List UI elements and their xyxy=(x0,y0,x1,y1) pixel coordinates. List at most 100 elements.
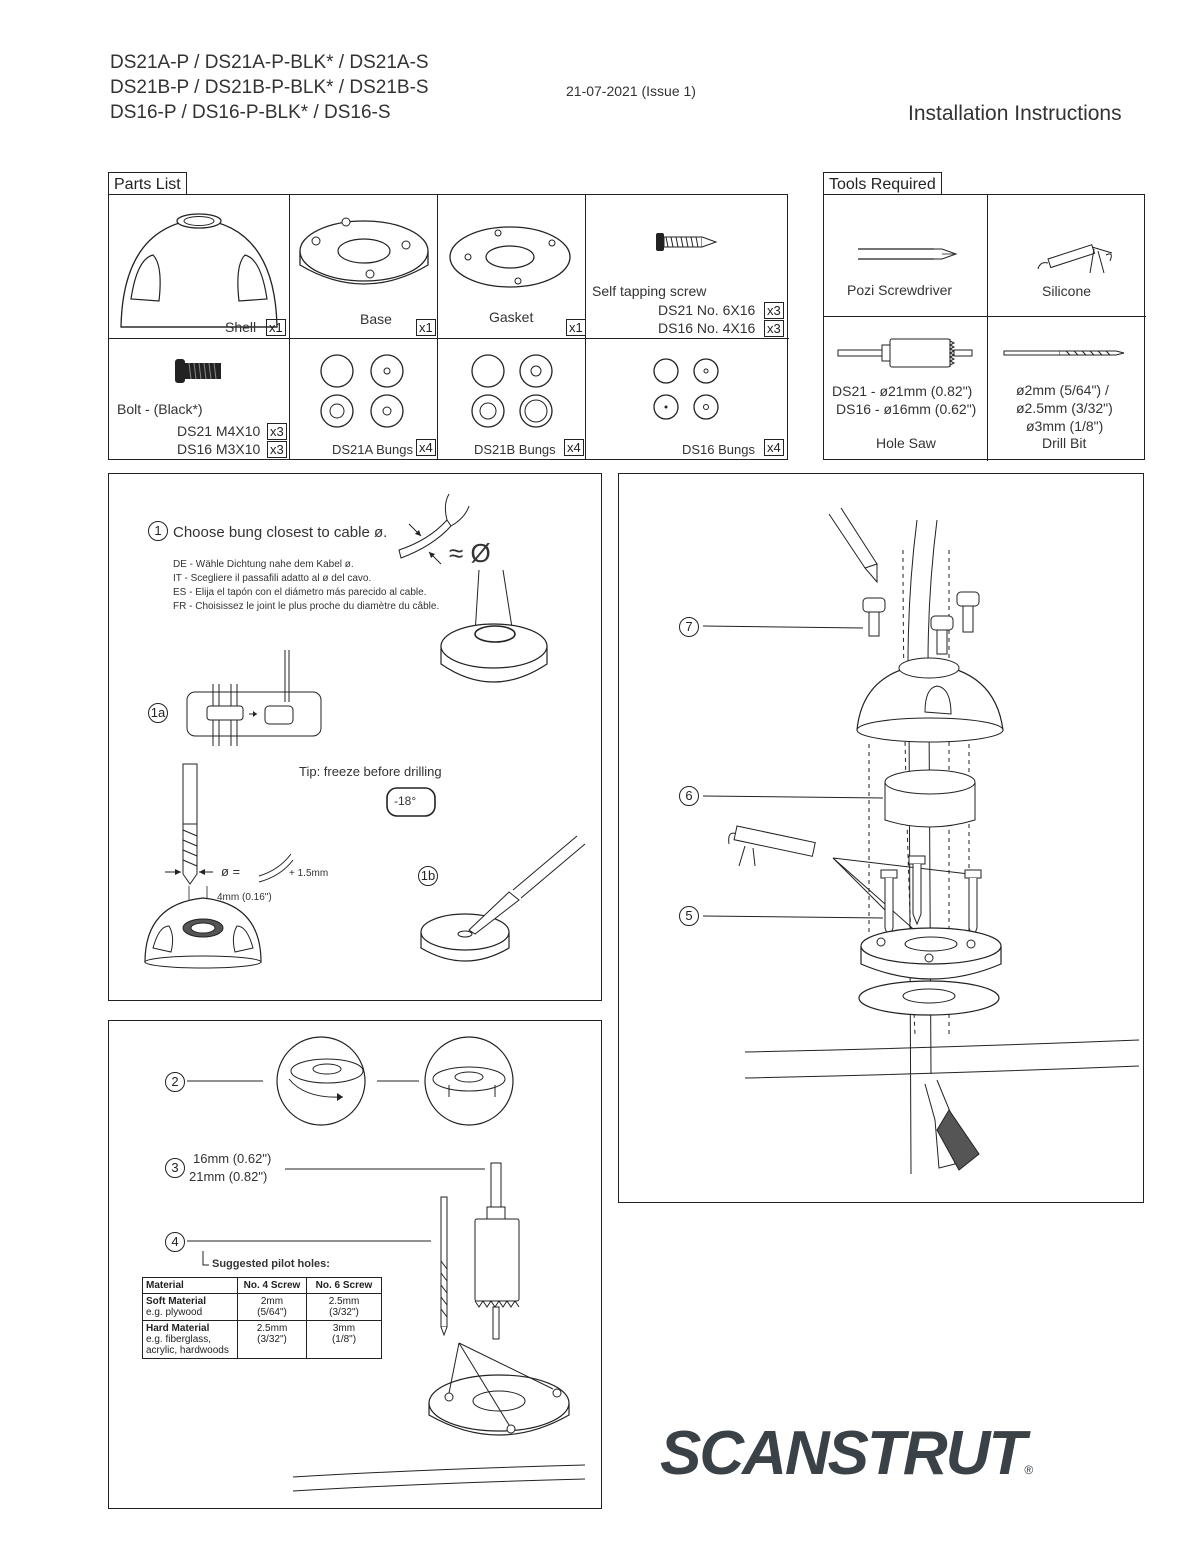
issue-date: 21-07-2021 (Issue 1) xyxy=(566,83,696,99)
ds21b-bungs-qty: x4 xyxy=(564,439,584,456)
step1-drawings xyxy=(144,493,586,969)
bolt-ds16-qty: x3 xyxy=(267,441,287,458)
diameter-formula: ø = xyxy=(221,864,241,879)
model-line-1: DS21A-P / DS21A-P-BLK* / DS21A-S xyxy=(110,52,429,73)
page-title: Installation Instructions xyxy=(908,102,1122,125)
drill-size-3: ø3mm (1/8") xyxy=(1026,418,1104,434)
tool-drillbit: ø2mm (5/64") / ø2.5mm (3/32") ø3mm (1/8"… xyxy=(988,317,1146,461)
no4-cell: 2.5mm(3/32") xyxy=(237,1320,307,1359)
part-ds16-bungs: DS16 Bungs x4 xyxy=(586,339,789,459)
drill-depth-dimension: 4mm (0.16") xyxy=(217,892,272,903)
step3-size-16: 16mm (0.62") xyxy=(193,1151,272,1166)
base-qty: x1 xyxy=(416,319,436,336)
screw-label: Self tapping screw xyxy=(592,283,707,299)
screw-ds21-qty: x3 xyxy=(764,302,784,319)
freeze-temperature: -18° xyxy=(394,794,417,808)
step7-number: 7 xyxy=(679,617,699,637)
model-line-3: DS16-P / DS16-P-BLK* / DS16-S xyxy=(110,102,391,123)
step1b-number: 1b xyxy=(418,866,438,886)
ds16-bungs-label: DS16 Bungs xyxy=(682,442,755,457)
base-label: Base xyxy=(360,311,392,327)
gasket-drawing xyxy=(449,226,571,288)
tool-holesaw: DS21 - ø21mm (0.82") DS16 - ø16mm (0.62"… xyxy=(824,317,988,461)
diameter-plus: + 1.5mm xyxy=(289,868,329,879)
part-ds21a-bungs: DS21A Bungs x4 xyxy=(290,339,438,459)
shell-drawing xyxy=(120,213,278,328)
step2-number: 2 xyxy=(165,1072,185,1092)
silicone-gun-icon xyxy=(1037,244,1113,274)
tool-silicone: Silicone xyxy=(988,195,1146,317)
drill-bit-label: Drill Bit xyxy=(1042,435,1087,451)
silicone-label: Silicone xyxy=(1042,283,1092,299)
approx-diameter-symbol: ≈ Ø xyxy=(449,538,491,568)
part-base: Base x1 xyxy=(290,195,438,339)
shell-qty: x1 xyxy=(266,319,286,336)
pilot-holes-table: Material No. 4 Screw No. 6 Screw Soft Ma… xyxy=(142,1277,382,1359)
pilot-holes-caption: Suggested pilot holes: xyxy=(212,1258,330,1270)
bolt-label: Bolt - (Black*) xyxy=(117,401,203,417)
steps-5-7-drawings xyxy=(702,507,1140,1175)
screw-drawing xyxy=(656,233,718,251)
step1-de: DE - Wähle Dichtung nahe dem Kabel ø. xyxy=(173,559,354,570)
holesaw-ds21: DS21 - ø21mm (0.82") xyxy=(832,383,973,399)
ds21a-bungs-label: DS21A Bungs xyxy=(332,442,413,457)
gasket-qty: x1 xyxy=(566,319,586,336)
screwdriver-icon xyxy=(858,248,958,260)
ds16-bungs-qty: x4 xyxy=(764,439,784,456)
ds21b-bungs-drawing xyxy=(471,354,553,428)
step1-es: ES - Elija el tapón con el diámetro más … xyxy=(173,587,427,598)
no6-cell: 3mm(1/8") xyxy=(306,1320,382,1359)
ds21a-bungs-qty: x4 xyxy=(416,439,436,456)
header-material: Material xyxy=(142,1277,238,1294)
step1-panel: 1 Choose bung closest to cable ø. DE - W… xyxy=(108,473,602,1001)
part-ds21b-bungs: DS21B Bungs x4 xyxy=(438,339,586,459)
step1-instruction: Choose bung closest to cable ø. xyxy=(173,524,388,541)
bolt-ds21: DS21 M4X10 xyxy=(177,423,261,439)
part-screw: Self tapping screw DS21 No. 6X16 x3 DS16… xyxy=(586,195,789,339)
bolt-ds16: DS16 M3X10 xyxy=(177,441,261,457)
scanstrut-logo: SCANSTRUT® xyxy=(660,1419,1033,1488)
screw-ds21: DS21 No. 6X16 xyxy=(658,302,756,318)
parts-list-tab: Parts List xyxy=(108,172,187,195)
registered-mark: ® xyxy=(1024,1463,1033,1477)
tools-grid: Pozi Screwdriver Silicone DS21 - ø21mm (… xyxy=(823,194,1146,461)
step5-number: 5 xyxy=(679,906,699,926)
gasket-label: Gasket xyxy=(489,309,534,325)
part-shell: Shell x1 xyxy=(109,195,290,339)
part-bolt: Bolt - (Black*) DS21 M4X10 x3 DS16 M3X10… xyxy=(109,339,290,459)
drill-size-1: ø2mm (5/64") / xyxy=(1016,382,1109,398)
drill-size-2: ø2.5mm (3/32") xyxy=(1016,400,1113,416)
pilot-table-header: Material No. 4 Screw No. 6 Screw xyxy=(142,1277,382,1294)
step4-number: 4 xyxy=(165,1232,185,1252)
base-drawing xyxy=(299,217,429,285)
bolt-drawing xyxy=(175,359,221,383)
model-line-2: DS21B-P / DS21B-P-BLK* / DS21B-S xyxy=(110,77,429,98)
step3-number: 3 xyxy=(165,1158,185,1178)
holesaw-ds16: DS16 - ø16mm (0.62") xyxy=(836,401,977,417)
screw-ds16-qty: x3 xyxy=(764,320,784,337)
steps-2-4-panel: 2 3 16mm (0.62") 21mm (0.82") 4 Suggeste… xyxy=(108,1020,602,1509)
holesaw-icon xyxy=(837,338,973,368)
bolt-ds21-qty: x3 xyxy=(267,423,287,440)
ds21b-bungs-label: DS21B Bungs xyxy=(474,442,556,457)
step1-number: 1 xyxy=(148,521,168,541)
drill-bit-icon xyxy=(1003,350,1125,356)
step3-size-21: 21mm (0.82") xyxy=(189,1169,268,1184)
tool-screwdriver: Pozi Screwdriver xyxy=(824,195,988,317)
tools-required-tab: Tools Required xyxy=(823,172,942,195)
shell-label: Shell xyxy=(225,319,257,335)
holesaw-label: Hole Saw xyxy=(876,435,936,451)
step1-it: IT - Scegliere il passafili adatto al ø … xyxy=(173,573,372,584)
no6-cell: 2.5mm(3/32") xyxy=(306,1293,382,1321)
freeze-tip: Tip: freeze before drilling xyxy=(299,764,442,779)
ds21a-bungs-drawing xyxy=(320,354,404,428)
screwdriver-label: Pozi Screwdriver xyxy=(847,282,953,298)
step1a-number: 1a xyxy=(148,703,168,723)
step6-number: 6 xyxy=(679,786,699,806)
header-no6: No. 6 Screw xyxy=(306,1277,382,1294)
step1-fr: FR - Choisissez le joint le plus proche … xyxy=(173,601,440,612)
steps-2-4-drawings xyxy=(187,1036,586,1492)
